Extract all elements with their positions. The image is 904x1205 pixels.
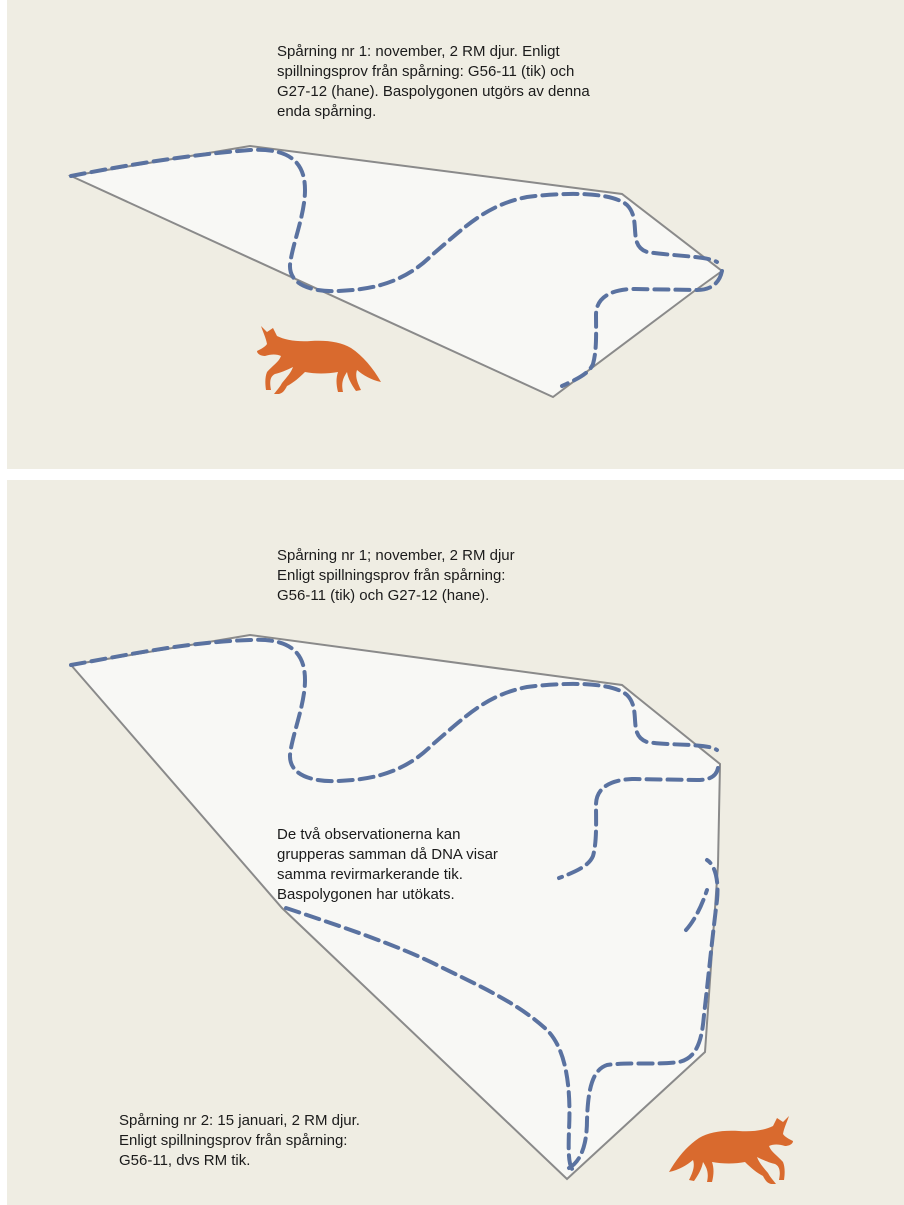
base-polygon [71, 146, 722, 397]
wolf-icon [667, 1110, 797, 1186]
panel-track-1: Spårning nr 1: november, 2 RM djur. Enli… [7, 0, 904, 469]
track-1-caption: Spårning nr 1: november, 2 RM djur. Enli… [277, 42, 590, 122]
track-2-caption: Spårning nr 2: 15 januari, 2 RM djur. En… [119, 1111, 360, 1171]
grouping-caption: De två observationerna kan grupperas sam… [277, 825, 498, 905]
expanded-polygon [71, 635, 720, 1179]
wolf-icon [253, 320, 383, 396]
panel-track-combined: Spårning nr 1; november, 2 RM djur Enlig… [7, 480, 904, 1205]
track-1-caption: Spårning nr 1; november, 2 RM djur Enlig… [277, 546, 515, 606]
